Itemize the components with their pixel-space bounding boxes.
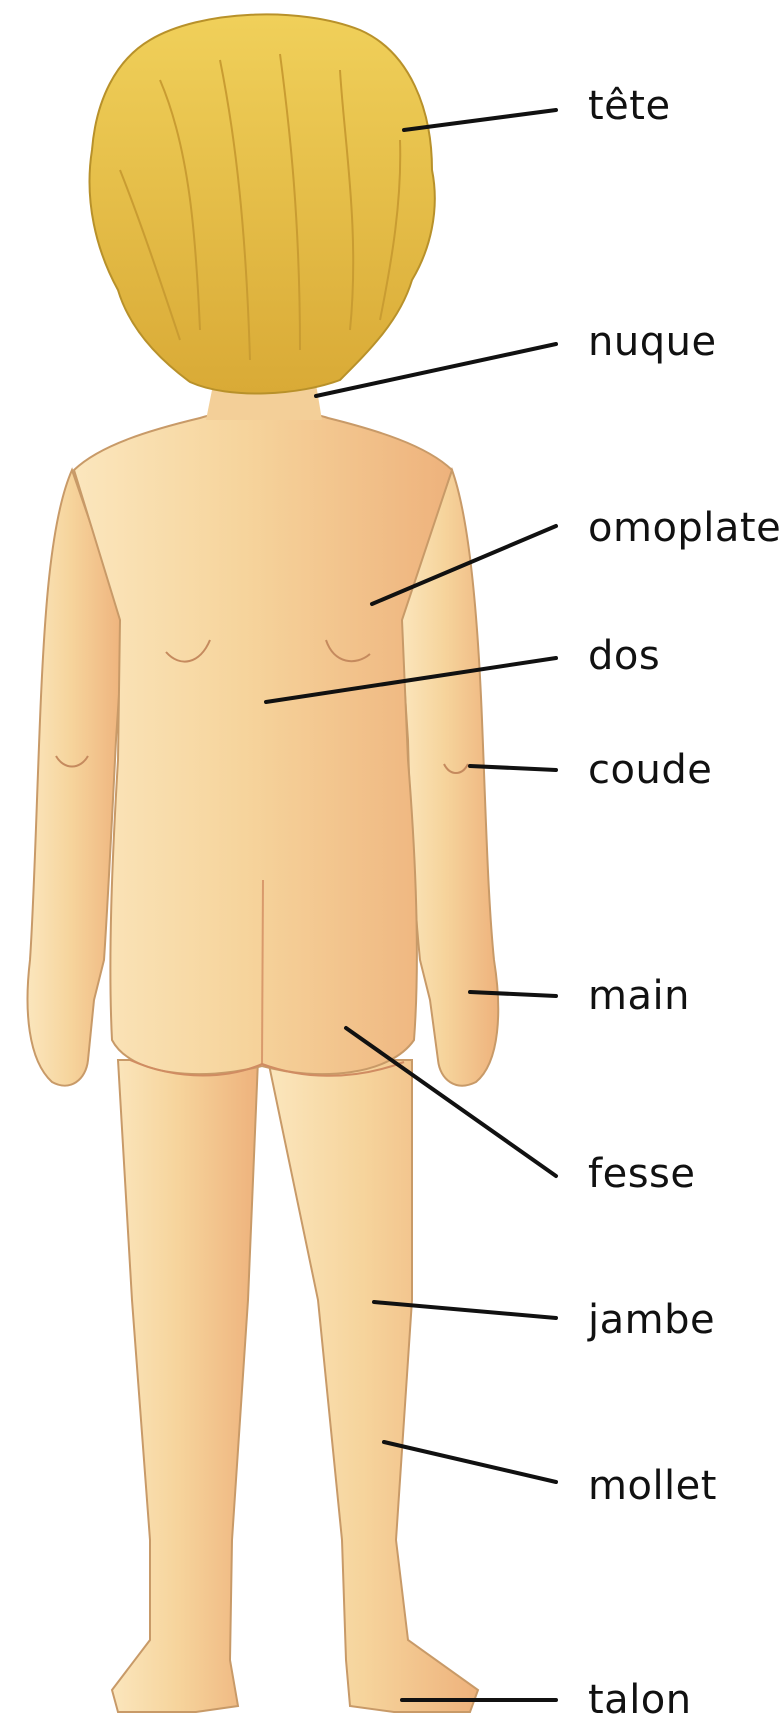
hair <box>90 14 435 393</box>
leader-line-mollet <box>384 1442 556 1482</box>
label-fesse: fesse <box>588 1154 695 1194</box>
label-nuque: nuque <box>588 322 717 362</box>
label-coude: coude <box>588 750 712 790</box>
label-dos: dos <box>588 636 660 676</box>
label-omoplate: omoplate <box>588 508 780 548</box>
label-talon: talon <box>588 1680 692 1720</box>
right-leg <box>268 1060 478 1712</box>
label-tete: tête <box>588 86 671 126</box>
label-jambe: jambe <box>588 1300 715 1340</box>
left-leg <box>112 1060 258 1712</box>
label-mollet: mollet <box>588 1466 717 1506</box>
label-main: main <box>588 976 690 1016</box>
